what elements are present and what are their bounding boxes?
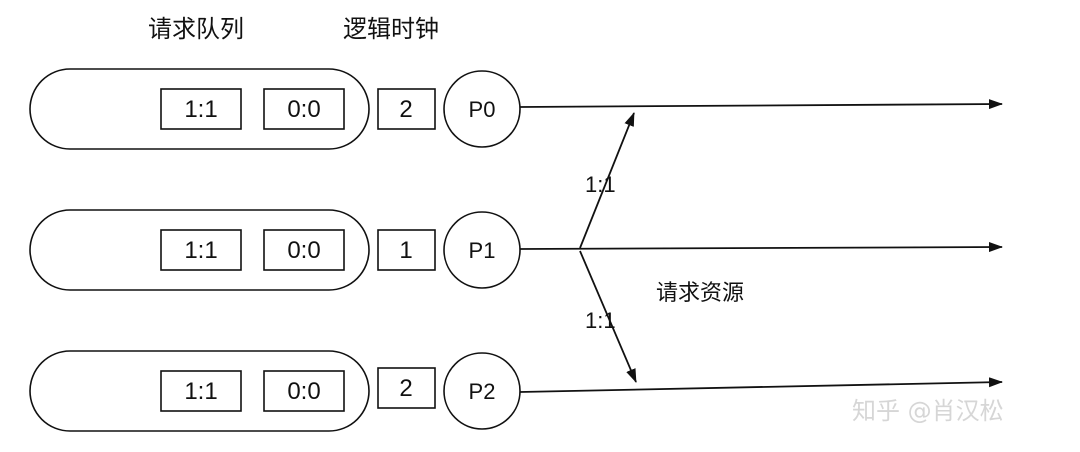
queue-cell [263,370,345,412]
queue-cell [160,88,242,130]
request-queue-header: 请求队列 [148,15,244,43]
queue-cell-label: 1:1 [184,237,217,264]
logical-clock-value: 2 [399,375,412,402]
process-node-p1 [443,211,521,289]
logical-clock-p2 [377,367,436,409]
queue-cell-label: 1:1 [184,378,217,405]
request-message-to-p2 [579,250,637,383]
process-name: P2 [469,379,496,404]
message-label-to-p2: 1:1 [585,308,616,333]
message-label-to-p0: 1:1 [585,172,616,197]
queue-cell [160,370,242,412]
queue-cell [263,229,345,271]
logical-clock-value: 2 [399,96,412,123]
queue-cell-label: 0:0 [287,96,320,123]
request-message-to-p0 [579,112,635,249]
queue-cell-label: 1:1 [184,96,217,123]
process-node-p2 [443,352,521,430]
timeline-p2 [519,377,1003,393]
logical-clock-p1 [377,229,436,271]
queue-cell [160,229,242,271]
queue-cell-label: 0:0 [287,378,320,405]
logical-clock-p0 [377,88,436,130]
process-node-p0 [443,70,521,148]
queue-cell [263,88,345,130]
queue-cell-label: 0:0 [287,237,320,264]
process-row-p1: 1:1 0:0 1 P1 [29,209,1003,291]
watermark: 知乎 @肖汉松 [852,397,1004,425]
process-row-p0: 1:1 0:0 2 P0 [29,68,1003,150]
timeline-p1 [519,242,1003,253]
timeline-p0 [519,99,1003,110]
process-name: P0 [469,97,496,122]
process-row-p2: 1:1 0:0 2 P2 [29,350,1003,432]
logical-clock-header: 逻辑时钟 [343,15,439,43]
request-resource-label: 请求资源 [656,281,744,306]
process-name: P1 [469,238,496,263]
logical-clock-value: 1 [399,237,412,264]
